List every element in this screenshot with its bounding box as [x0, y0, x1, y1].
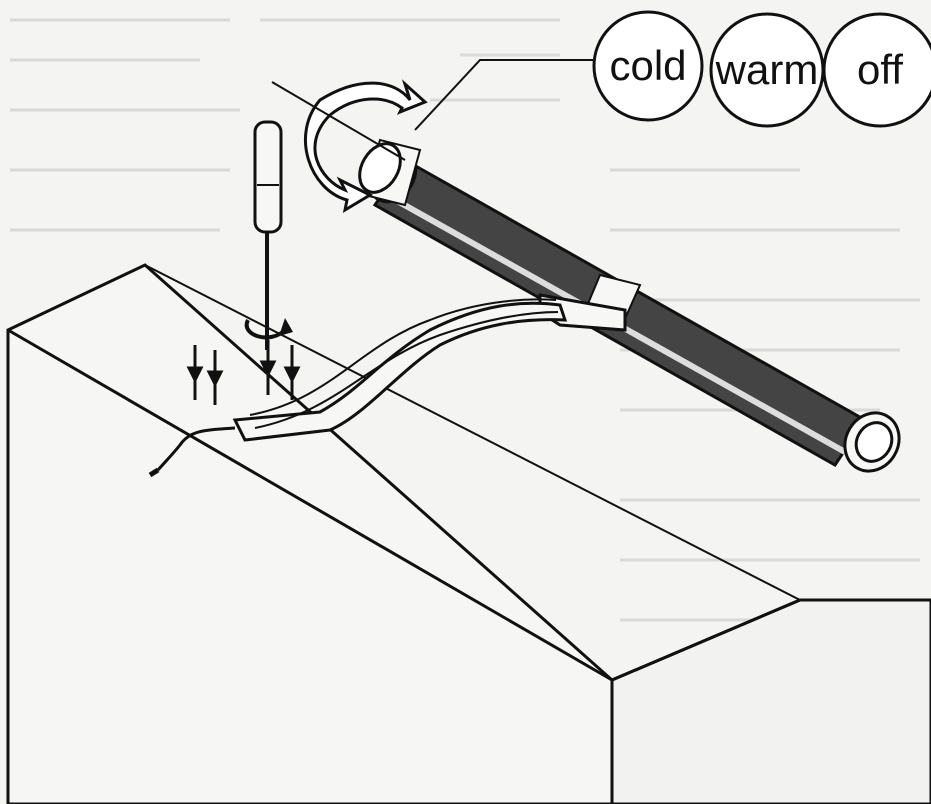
- off-label: off: [857, 46, 903, 93]
- cold-label: cold: [609, 42, 686, 89]
- leader-lines: [271, 59, 595, 161]
- wall-block: [6, 263, 931, 804]
- sensor-cable: [148, 426, 236, 478]
- screwdriver-icon: [253, 120, 283, 350]
- mounting-bracket: [232, 293, 627, 442]
- small-rotation-arrow-icon: [244, 318, 293, 340]
- off-circle: [822, 12, 931, 128]
- thermostat-tube: [358, 138, 901, 473]
- cold-circle: [592, 10, 704, 122]
- setting-labels: cold warm off: [592, 10, 931, 128]
- warm-label: warm: [715, 46, 819, 93]
- screw-icon: [186, 340, 301, 405]
